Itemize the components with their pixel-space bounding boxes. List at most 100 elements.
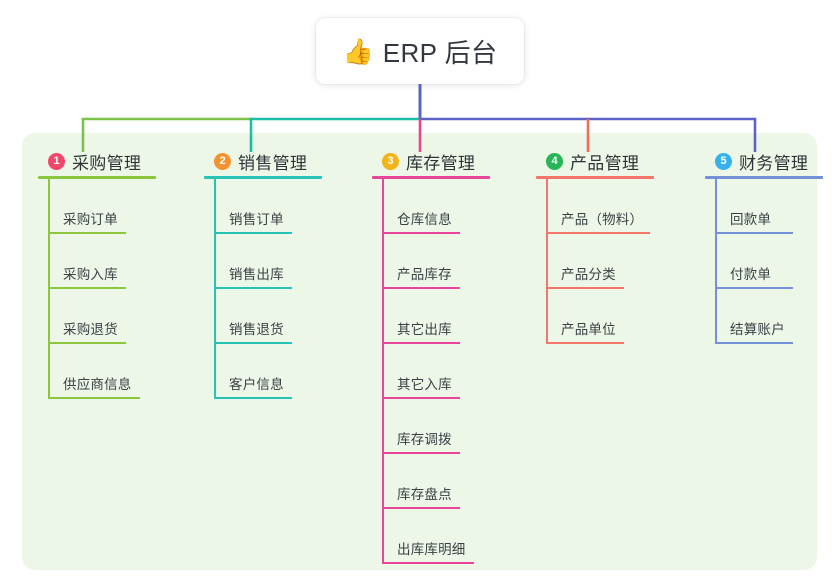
branch-item-rule xyxy=(382,397,460,399)
branch-item-rule xyxy=(214,397,292,399)
branch-item-rule xyxy=(546,342,624,344)
root-node[interactable]: 👍 ERP 后台 xyxy=(316,18,524,84)
branch-item-label: 采购入库 xyxy=(63,267,118,282)
branches-panel xyxy=(22,133,817,570)
branch-item-rule xyxy=(48,397,140,399)
branch-item[interactable]: 采购退货 xyxy=(30,289,180,344)
branch-item[interactable]: 其它入库 xyxy=(364,344,514,399)
thumbs-up-icon: 👍 xyxy=(342,37,374,66)
branch-items: 采购订单采购入库采购退货供应商信息 xyxy=(30,179,180,399)
branch-item-rule xyxy=(546,287,624,289)
branch-item[interactable]: 采购入库 xyxy=(30,234,180,289)
branch-item[interactable]: 其它出库 xyxy=(364,289,514,344)
branch-item-rule xyxy=(715,287,793,289)
branch-item[interactable]: 产品库存 xyxy=(364,234,514,289)
branch-item-rule xyxy=(382,232,460,234)
branch-title: 销售管理 xyxy=(238,153,308,173)
branch-index-badge: 5 xyxy=(715,152,732,170)
branch-item-label: 销售退货 xyxy=(229,322,284,337)
branch-column: 1 采购管理采购订单采购入库采购退货供应商信息 xyxy=(30,143,180,399)
branch-header-rule xyxy=(38,176,156,179)
branch-item-rule xyxy=(382,452,460,454)
branch-item-label: 产品分类 xyxy=(561,267,616,282)
branch-item-label: 客户信息 xyxy=(229,377,284,392)
branch-title: 财务管理 xyxy=(739,153,809,173)
branch-item[interactable]: 出库库明细 xyxy=(364,509,514,564)
branch-item[interactable]: 仓库信息 xyxy=(364,179,514,234)
branch-items: 产品（物料） 产品分类产品单位 xyxy=(528,179,688,344)
branch-index-badge: 2 xyxy=(214,152,231,170)
branch-title: 库存管理 xyxy=(406,153,476,173)
branch-rail xyxy=(214,179,216,399)
branch-item-label: 产品库存 xyxy=(397,267,452,282)
branch-item[interactable]: 销售出库 xyxy=(196,234,346,289)
branch-item-rule xyxy=(48,342,126,344)
branch-item[interactable]: 供应商信息 xyxy=(30,344,180,399)
branch-item-rule xyxy=(48,232,126,234)
branch-item-label: 采购订单 xyxy=(63,212,118,227)
branch-item-label: 产品单位 xyxy=(561,322,616,337)
branch-item[interactable]: 回款单 xyxy=(697,179,839,234)
branch-item-label: 其它入库 xyxy=(397,377,452,392)
branch-item-rule xyxy=(715,232,793,234)
branch-header[interactable]: 3 库存管理 xyxy=(364,143,514,179)
branch-index-badge: 1 xyxy=(48,152,65,170)
branch-item-rule xyxy=(382,562,474,564)
branch-header[interactable]: 5 财务管理 xyxy=(697,143,839,179)
branch-header[interactable]: 4 产品管理 xyxy=(528,143,688,179)
branch-title: 产品管理 xyxy=(570,153,640,173)
branch-item-rule xyxy=(382,342,460,344)
branch-item-rule xyxy=(48,287,126,289)
branch-item-rule xyxy=(546,232,650,234)
branch-item-label: 销售出库 xyxy=(229,267,284,282)
branch-items: 仓库信息产品库存其它出库其它入库库存调拨库存盘点出库库明细 xyxy=(364,179,514,564)
branch-item[interactable]: 销售退货 xyxy=(196,289,346,344)
branch-rail xyxy=(546,179,548,344)
branch-item-label: 仓库信息 xyxy=(397,212,452,227)
branch-item[interactable]: 结算账户 xyxy=(697,289,839,344)
branch-item-label: 其它出库 xyxy=(397,322,452,337)
branch-item[interactable]: 采购订单 xyxy=(30,179,180,234)
branch-item-label: 付款单 xyxy=(730,267,772,282)
branch-header-rule xyxy=(372,176,490,179)
branch-index-badge: 4 xyxy=(546,152,563,170)
branch-items: 回款单付款单结算账户 xyxy=(697,179,839,344)
branch-item[interactable]: 付款单 xyxy=(697,234,839,289)
branch-item[interactable]: 产品分类 xyxy=(528,234,688,289)
branch-item[interactable]: 库存调拨 xyxy=(364,399,514,454)
branch-items: 销售订单销售出库销售退货客户信息 xyxy=(196,179,346,399)
branch-item-rule xyxy=(214,232,292,234)
branch-header-rule xyxy=(204,176,322,179)
branch-header[interactable]: 1 采购管理 xyxy=(30,143,180,179)
branch-item-label: 供应商信息 xyxy=(63,377,132,392)
branch-item-rule xyxy=(214,342,292,344)
branch-item-label: 产品（物料） xyxy=(561,212,644,227)
branch-item[interactable]: 产品（物料） xyxy=(528,179,688,234)
branch-title: 采购管理 xyxy=(72,153,142,173)
branch-column: 5 财务管理回款单付款单结算账户 xyxy=(697,143,839,344)
branch-item[interactable]: 产品单位 xyxy=(528,289,688,344)
branch-rail xyxy=(382,179,384,564)
branch-item-rule xyxy=(382,507,460,509)
branch-index-badge: 3 xyxy=(382,152,399,170)
root-title: ERP 后台 xyxy=(382,37,498,68)
branch-item-label: 销售订单 xyxy=(229,212,284,227)
branch-item-label: 采购退货 xyxy=(63,322,118,337)
branch-item-label: 结算账户 xyxy=(730,322,785,337)
branch-item-label: 回款单 xyxy=(730,212,772,227)
branch-column: 4 产品管理产品（物料） 产品分类产品单位 xyxy=(528,143,688,344)
branch-item-rule xyxy=(382,287,460,289)
branch-column: 3 库存管理仓库信息产品库存其它出库其它入库库存调拨库存盘点出库库明细 xyxy=(364,143,514,564)
branch-rail xyxy=(48,179,50,399)
branch-item[interactable]: 销售订单 xyxy=(196,179,346,234)
branch-header[interactable]: 2 销售管理 xyxy=(196,143,346,179)
branch-item-label: 库存调拨 xyxy=(397,432,452,447)
branch-item-label: 库存盘点 xyxy=(397,487,452,502)
branch-item-rule xyxy=(214,287,292,289)
branch-header-rule xyxy=(536,176,654,179)
branch-item[interactable]: 库存盘点 xyxy=(364,454,514,509)
branch-item[interactable]: 客户信息 xyxy=(196,344,346,399)
branch-item-rule xyxy=(715,342,793,344)
branch-column: 2 销售管理销售订单销售出库销售退货客户信息 xyxy=(196,143,346,399)
